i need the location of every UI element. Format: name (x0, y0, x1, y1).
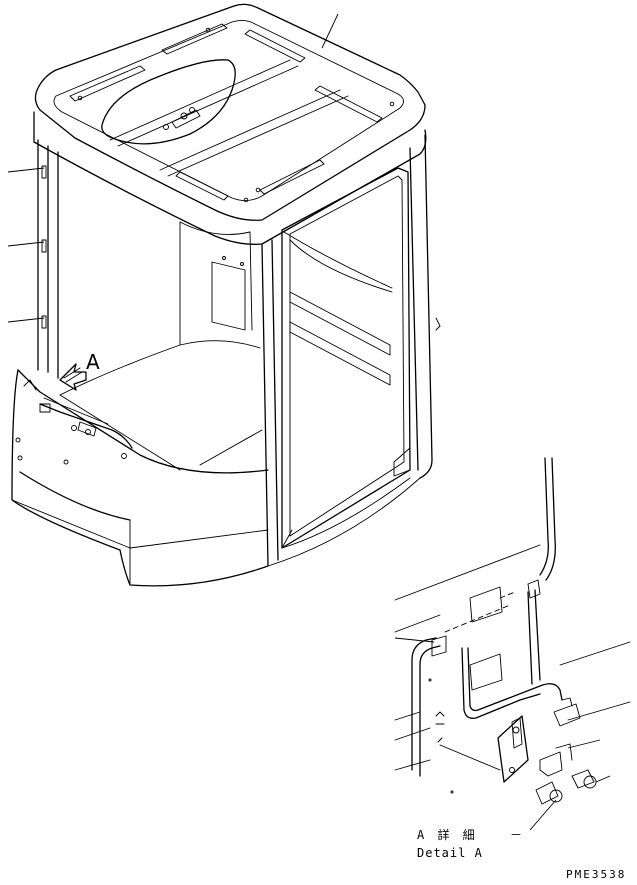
detail-a-view (394, 457, 631, 831)
detail-a-title-english: Detail A (417, 846, 483, 860)
view-a-label: A (86, 350, 100, 374)
cab-lower-body (11, 369, 421, 587)
detail-a-title-japanese: A 詳 細 (417, 828, 478, 842)
drawing-code: PME3538 (566, 868, 627, 881)
cab-frame (37, 134, 441, 566)
detail-a-dash: － (510, 828, 526, 842)
view-a-arrow (59, 363, 87, 391)
leader-lines (7, 13, 339, 323)
cab-roof (33, 3, 427, 245)
